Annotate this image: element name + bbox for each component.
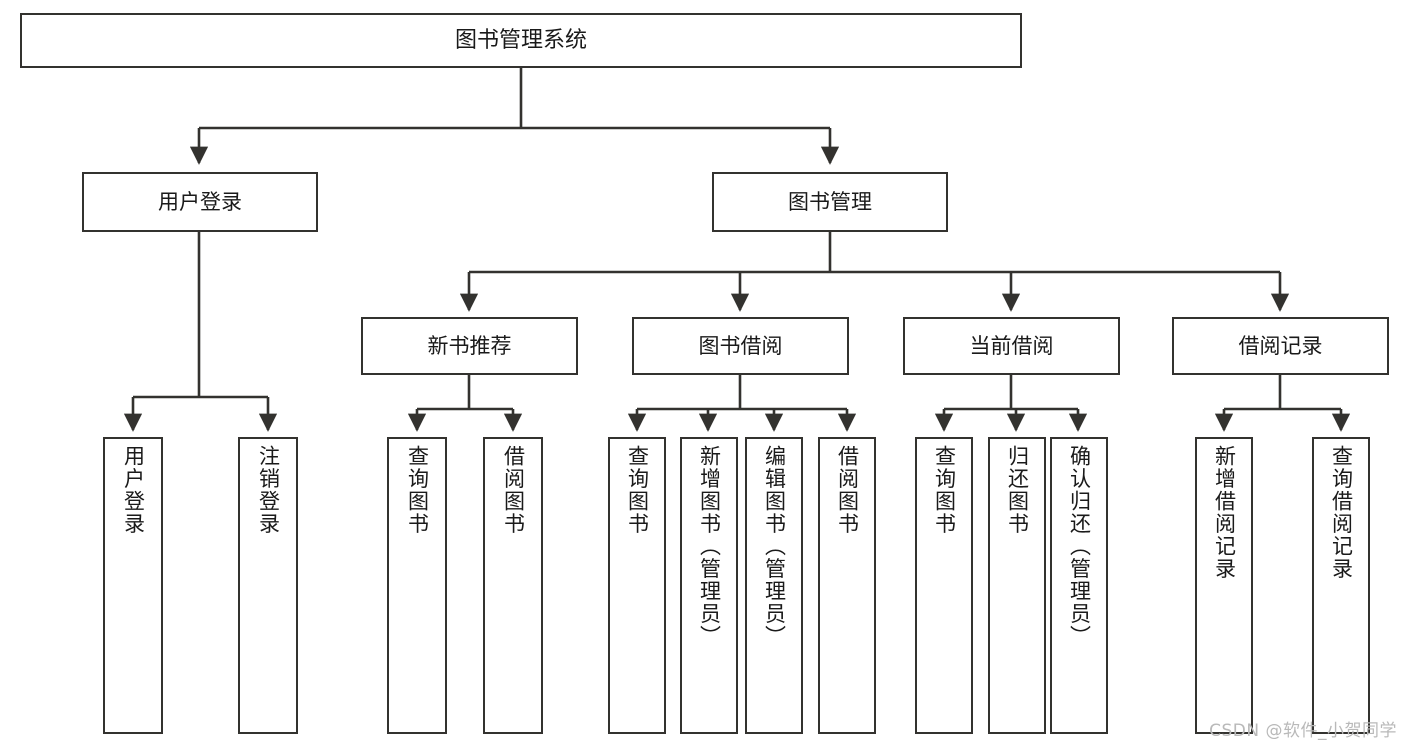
node-label: 查询图书 [625,445,650,535]
leaf-confirm-return[interactable]: 确认归还（管理员） [1050,437,1108,734]
leaf-query-book-borrow[interactable]: 查询图书 [608,437,666,734]
node-label: 借阅图书 [835,445,860,535]
node-current-borrow[interactable]: 当前借阅 [903,317,1120,375]
node-label: 用户登录 [158,189,242,214]
node-label: 当前借阅 [969,333,1054,358]
node-label: 注销登录 [256,445,281,535]
leaf-user-logout[interactable]: 注销登录 [238,437,298,734]
node-new-book-recommend[interactable]: 新书推荐 [361,317,578,375]
leaf-add-borrow-record[interactable]: 新增借阅记录 [1195,437,1253,734]
node-label: 查询图书 [405,445,430,535]
node-label: 用户登录 [121,445,146,535]
leaf-borrow-book[interactable]: 借阅图书 [818,437,876,734]
node-label: 归还图书 [1005,445,1030,535]
leaf-user-login[interactable]: 用户登录 [103,437,163,734]
node-book-borrow[interactable]: 图书借阅 [632,317,849,375]
node-label: 新书推荐 [427,333,512,358]
leaf-borrow-book-recommend[interactable]: 借阅图书 [483,437,543,734]
node-book-management[interactable]: 图书管理 [712,172,948,232]
node-label: 图书借阅 [698,333,783,358]
node-label: 新增借阅记录 [1212,445,1237,580]
node-label: 确认归还（管理员） [1067,445,1092,648]
node-label: 新增图书（管理员） [697,445,722,648]
leaf-query-book-current[interactable]: 查询图书 [915,437,973,734]
leaf-add-book[interactable]: 新增图书（管理员） [680,437,738,734]
node-label: 借阅图书 [501,445,526,535]
leaf-query-borrow-record[interactable]: 查询借阅记录 [1312,437,1370,734]
leaf-query-book-recommend[interactable]: 查询图书 [387,437,447,734]
node-user-login[interactable]: 用户登录 [82,172,318,232]
node-label: 图书管理 [788,189,872,214]
node-root-book-management-system[interactable]: 图书管理系统 [20,13,1022,68]
node-label: 图书管理系统 [454,27,587,53]
leaf-edit-book[interactable]: 编辑图书（管理员） [745,437,803,734]
watermark: CSDN @软件_小贺同学 [1209,721,1397,741]
leaf-return-book[interactable]: 归还图书 [988,437,1046,734]
node-label: 查询借阅记录 [1329,445,1354,580]
node-label: 借阅记录 [1238,333,1323,358]
node-label: 查询图书 [932,445,957,535]
node-label: 编辑图书（管理员） [762,445,787,648]
node-borrow-record[interactable]: 借阅记录 [1172,317,1389,375]
